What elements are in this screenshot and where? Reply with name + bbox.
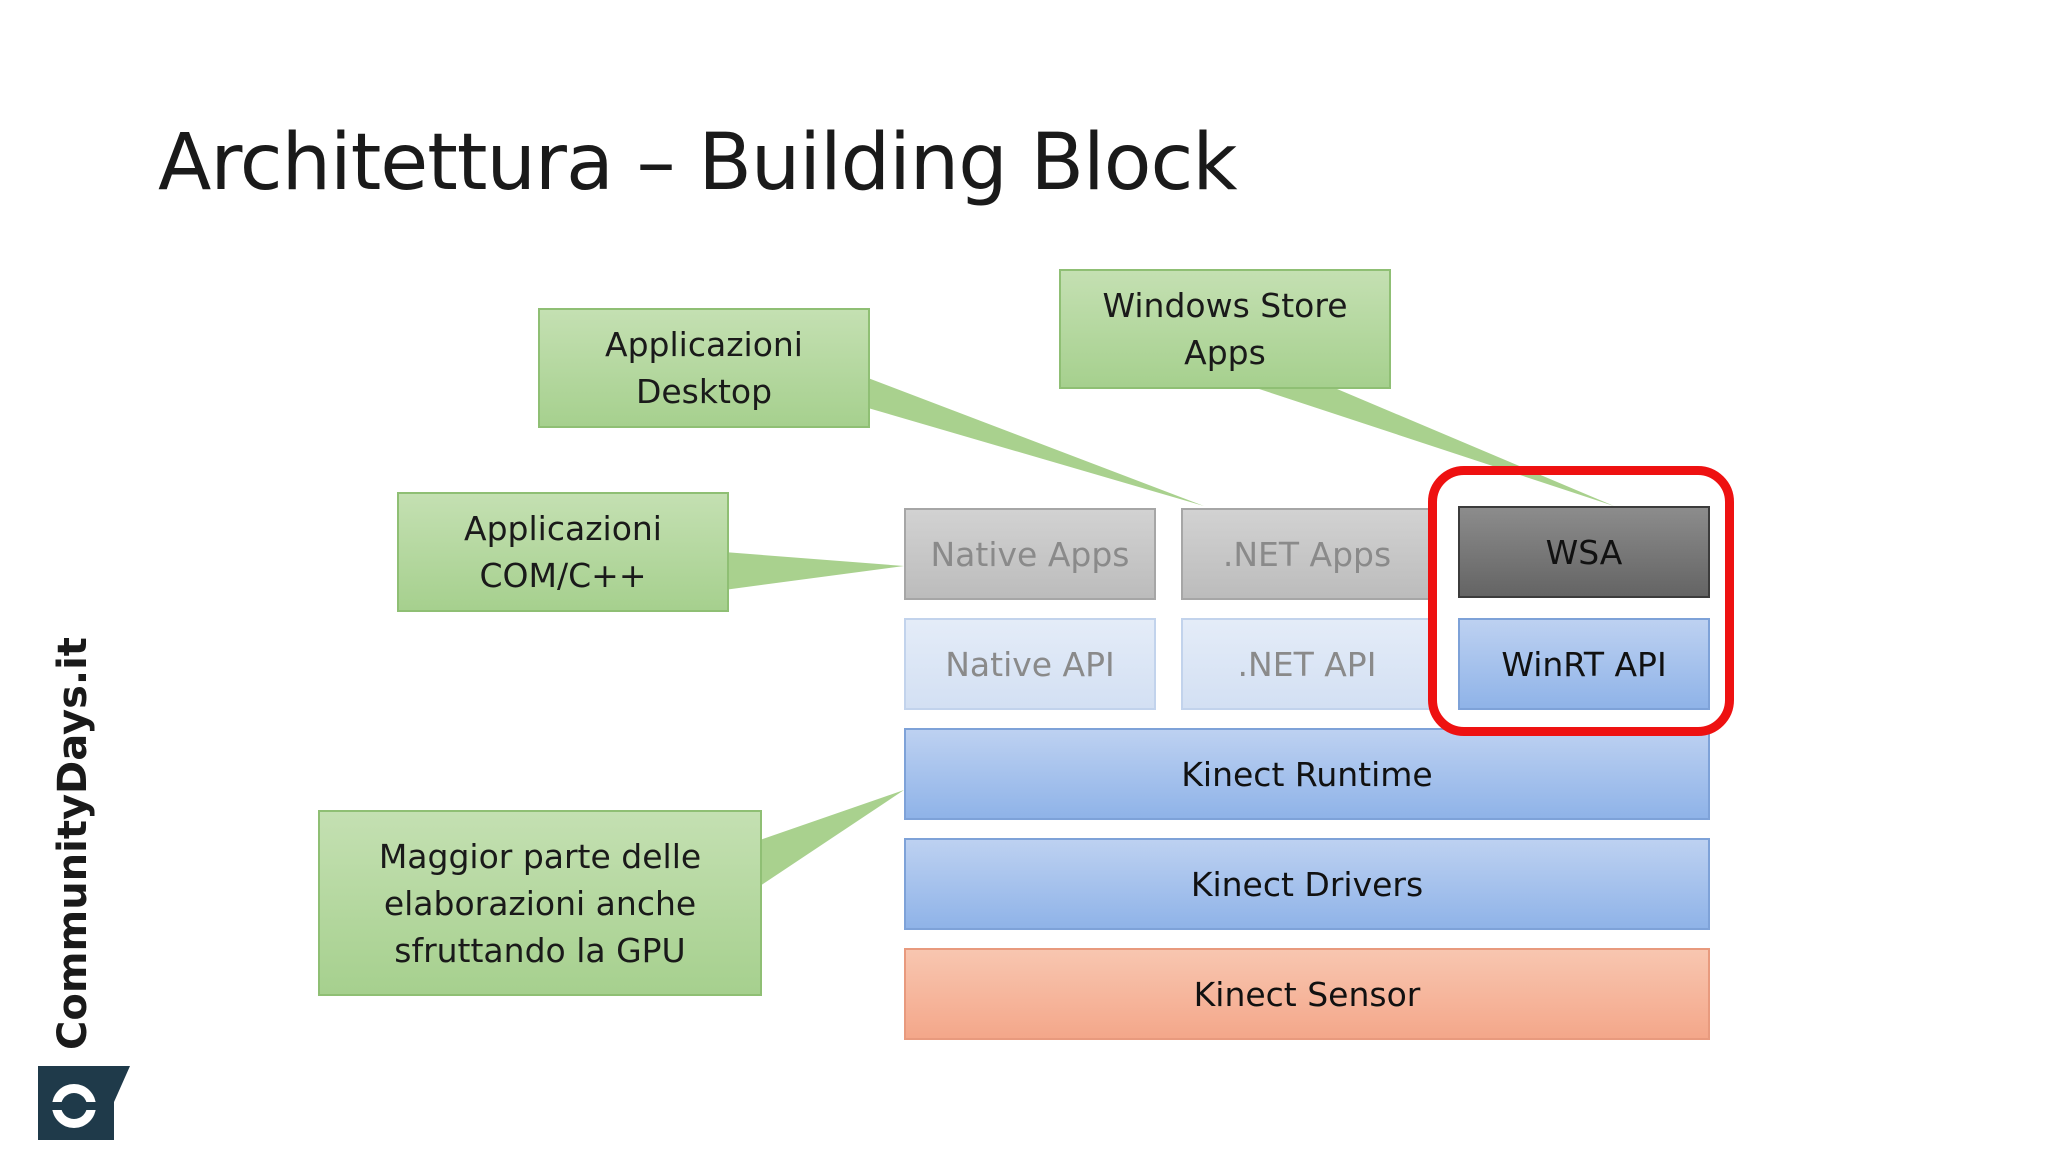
brand-name: CommunityDays.it <box>50 637 96 1050</box>
gpu-callout-pointer <box>760 790 904 886</box>
desktop-callout-pointer <box>868 378 1204 506</box>
com-callout-pointer <box>724 552 904 590</box>
callout-line: elaborazioni anche <box>383 883 697 923</box>
store-callout-pointer <box>1250 386 1614 506</box>
block-net-apps: .NET Apps <box>1181 508 1433 600</box>
callout-windows-store-apps: Windows Store Apps <box>1059 269 1391 389</box>
block-native-api: Native API <box>904 618 1156 710</box>
callout-line: Windows Store <box>1102 286 1348 325</box>
block-kinect-sensor: Kinect Sensor <box>904 948 1710 1040</box>
callout-applicazioni-desktop: Applicazioni Desktop <box>538 308 870 428</box>
callout-line: Applicazioni <box>464 509 662 548</box>
callout-line: sfruttando la GPU <box>394 930 686 970</box>
block-kinect-runtime: Kinect Runtime <box>904 728 1710 820</box>
block-wsa: WSA <box>1458 506 1710 598</box>
callout-line: Applicazioni <box>605 325 803 364</box>
callout-line: Apps <box>1184 333 1266 372</box>
block-kinect-drivers: Kinect Drivers <box>904 838 1710 930</box>
slide-title: Architettura – Building Block <box>158 118 1238 208</box>
callout-line: Desktop <box>635 372 773 411</box>
communitydays-logo-icon <box>38 1066 130 1140</box>
callout-gpu: Maggior parte delle elaborazioni anche s… <box>318 810 762 996</box>
callout-line: Maggior parte delle <box>378 836 702 876</box>
callout-applicazioni-com: Applicazioni COM/C++ <box>397 492 729 612</box>
wsa-winrt-highlight <box>1428 466 1734 736</box>
block-native-apps: Native Apps <box>904 508 1156 600</box>
callout-line: COM/C++ <box>479 556 647 595</box>
block-winrt-api: WinRT API <box>1458 618 1710 710</box>
block-net-api: .NET API <box>1181 618 1433 710</box>
